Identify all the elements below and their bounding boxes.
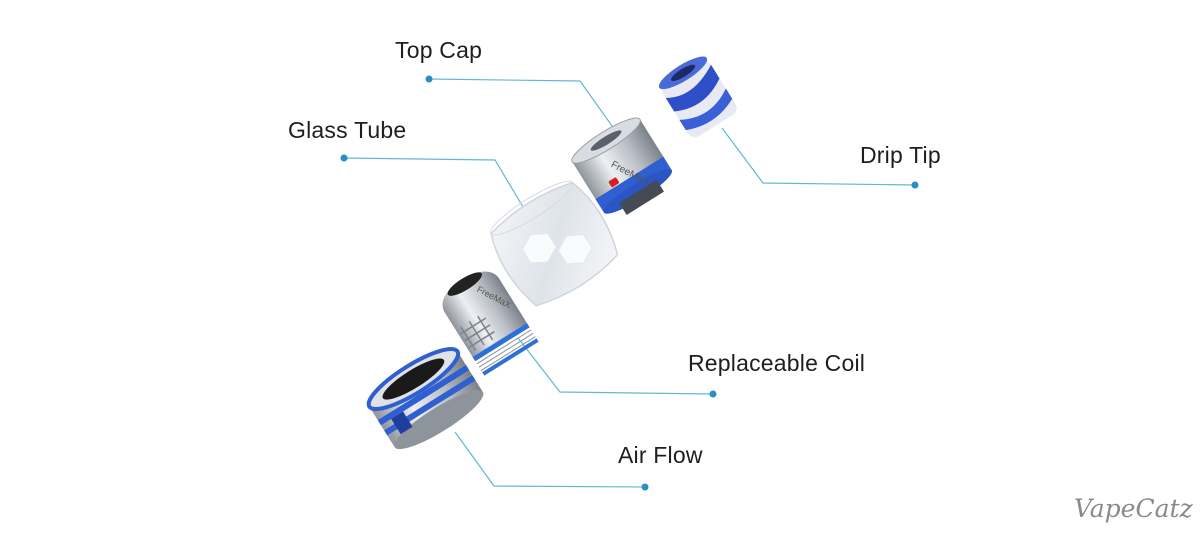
leader-dots bbox=[340, 75, 919, 491]
label-air-flow: Air Flow bbox=[618, 442, 703, 468]
air-flow-base-part bbox=[366, 347, 484, 450]
label-drip-tip: Drip Tip bbox=[860, 142, 941, 168]
leader-air-flow bbox=[454, 431, 646, 488]
leader-drip-tip bbox=[721, 127, 916, 186]
top-cap-part: FreeMaX bbox=[571, 117, 673, 215]
drip-tip-part bbox=[658, 56, 737, 138]
dot-drip-tip bbox=[911, 181, 919, 189]
dot-replaceable-coil bbox=[709, 390, 717, 398]
label-replaceable-coil: Replaceable Coil bbox=[688, 350, 866, 376]
dot-air-flow bbox=[641, 483, 649, 491]
replaceable-coil-part: FreeMaX bbox=[442, 271, 539, 376]
label-glass-tube: Glass Tube bbox=[288, 117, 407, 143]
dot-top-cap bbox=[425, 75, 433, 83]
leader-glass-tube bbox=[343, 157, 533, 223]
watermark: VapeCatz bbox=[1074, 494, 1193, 523]
leader-top-cap bbox=[428, 78, 623, 141]
leader-replaceable-coil bbox=[517, 337, 714, 395]
dot-glass-tube bbox=[340, 154, 348, 162]
glass-tube-part bbox=[490, 180, 619, 307]
leader-lines bbox=[343, 78, 916, 488]
label-top-cap: Top Cap bbox=[395, 37, 483, 63]
